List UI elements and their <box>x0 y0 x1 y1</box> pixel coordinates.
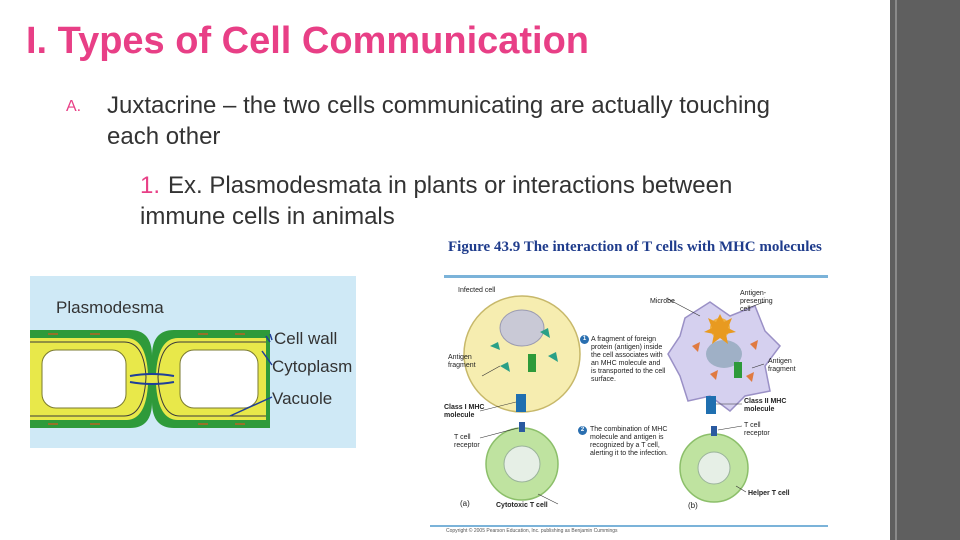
slide-title: I. Types of Cell Communication <box>26 20 589 63</box>
panel-b-label: (b) <box>688 502 698 510</box>
helper-t-cell-label: Helper T cell <box>748 490 790 498</box>
figure-bottom-rule <box>430 525 828 527</box>
vacuole-left <box>42 350 126 408</box>
apc-label: Antigen-presenting cell <box>740 290 780 314</box>
bullet-a-text: Juxtacrine – the two cells communicating… <box>107 90 807 152</box>
bullet-a-marker: A. <box>66 98 81 116</box>
step-1-badge: 1 <box>580 335 589 344</box>
mhc-ii-molecule-surface <box>706 396 716 414</box>
vacuole-right <box>180 350 258 408</box>
step-2-badge: 2 <box>578 426 587 435</box>
cytotoxic-t-nucleus-shape <box>504 446 540 482</box>
sidebar-divider <box>895 0 897 540</box>
tcell-mhc-figure: Figure 43.9 The interaction of T cells w… <box>430 236 830 540</box>
tcr-right-label: T cell receptor <box>744 422 778 438</box>
panel-a-label: (a) <box>460 500 470 508</box>
mhc-i-molecule-surface <box>516 394 526 412</box>
infected-nucleus-shape <box>500 310 544 346</box>
infected-cell-label: Infected cell <box>458 287 495 295</box>
bullet-1-text: Ex. Plasmodesmata in plants or interacti… <box>140 172 732 230</box>
tcr-left <box>519 422 525 432</box>
mhc-i-molecule-inside <box>528 354 536 372</box>
microbe-label: Microbe <box>650 298 675 306</box>
slide-sidebar <box>890 0 960 540</box>
class-i-mhc-label: Class I MHC molecule <box>444 404 490 420</box>
tcr-left-label: T cell receptor <box>454 434 484 450</box>
bullet-1-marker: 1. <box>140 172 160 199</box>
class-ii-mhc-label: Class II MHC molecule <box>744 398 796 414</box>
cell-wall-label: Cell wall <box>274 329 337 349</box>
figure-copyright: Copyright © 2005 Pearson Education, Inc.… <box>446 528 618 534</box>
tcr-right <box>711 426 717 436</box>
step-1-text: A fragment of foreign protein (antigen) … <box>591 336 667 384</box>
vacuole-label: Vacuole <box>272 389 332 409</box>
cytotoxic-t-cell-label: Cytotoxic T cell <box>496 502 548 510</box>
antigen-fragment-right-label: Antigen fragment <box>768 358 804 374</box>
helper-t-nucleus-shape <box>698 452 730 484</box>
plasmodesma-figure: Plasmodesma Cell wall Cytoplasm Vacuole <box>30 276 356 448</box>
antigen-fragment-left-label: Antigen fragment <box>448 354 484 370</box>
mhc-ii-molecule-inside <box>734 362 742 378</box>
cytoplasm-label: Cytoplasm <box>272 357 352 377</box>
step-2-text: The combination of MHC molecule and anti… <box>590 426 668 458</box>
bullet-1: 1.Ex. Plasmodesmata in plants or interac… <box>140 170 760 232</box>
